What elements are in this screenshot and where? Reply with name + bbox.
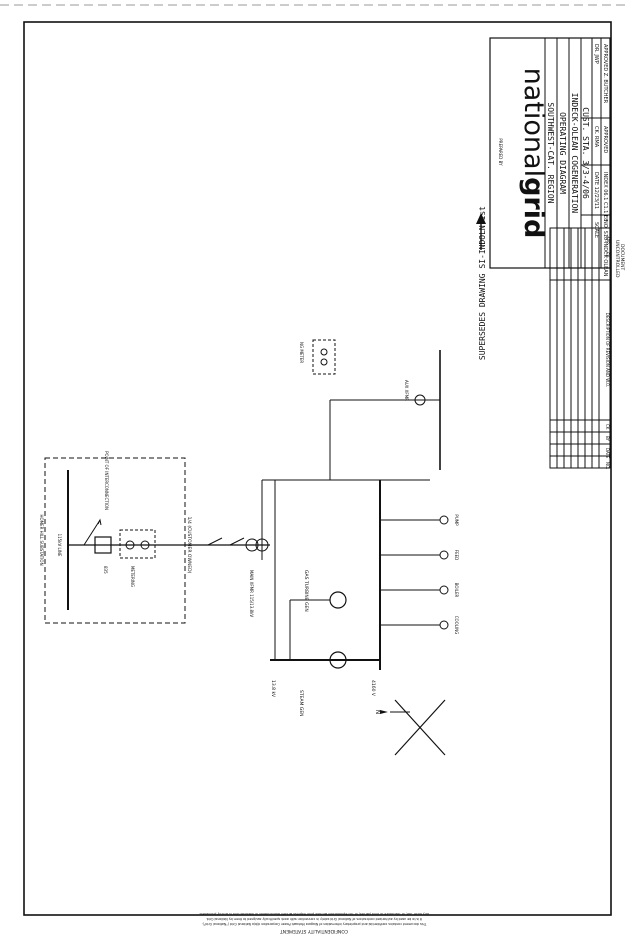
svg-text:FEED: FEED [454, 550, 459, 560]
company-logo: nationalgrid [518, 68, 549, 239]
facility-text: INDECK-OLEAN COGENERATION [570, 93, 579, 214]
station-text: CUST. STA. 3/3-4/06 [581, 107, 590, 199]
ng-metering-box [119, 529, 156, 559]
prepared-by-label: PREPARED BY [498, 138, 503, 166]
confidentiality-line-2: It is to be used by authorized contracto… [206, 917, 422, 921]
confidentiality-line-1: This document contains confidential and … [202, 922, 428, 926]
steam-generator [329, 651, 347, 669]
uncontrolled-2: DOCUMENT [619, 244, 625, 271]
gas-turbine-generator [329, 591, 347, 609]
rev-col-ck2: CK. [605, 252, 610, 259]
revision-table: NO. DATE BY CK DESCRIPTION OF REVISION A… [549, 227, 611, 469]
date-text: DATE 12/23/11 [593, 172, 599, 209]
uncontrolled-1: UNCONTROLLED [614, 240, 620, 278]
feeder-feed: FEED [380, 550, 459, 560]
bus-4160v-label: 4160 V [370, 680, 376, 697]
aux-transformer [414, 394, 426, 406]
drawn-by: DR. JWP [593, 44, 599, 64]
breaker-835-label: 835 [103, 566, 108, 574]
rev-col-ck: CK [605, 424, 610, 430]
rev-col-no: NO. [605, 462, 610, 469]
svg-text:BOILER: BOILER [454, 583, 459, 598]
gas-gen-label: GAS TURBINE GEN [303, 570, 309, 612]
one-line-diagram: HOMER HILL SUBSTATION 115kV LINE POINT O… [39, 339, 459, 756]
feeder-boiler: BOILER [380, 583, 459, 598]
svg-text:PUMP: PUMP [454, 514, 459, 526]
north-label: N [374, 710, 381, 715]
approved-1: APPROVED Z. BUTCHER [602, 44, 608, 104]
aux-xfmr-label: AUX XFMR [404, 380, 409, 401]
ng-meter-label: NG METER [299, 342, 304, 363]
poi-label: POINT OF INTERCONNECTION [104, 451, 109, 510]
substation-title: HOMER HILL SUBSTATION [39, 514, 44, 565]
confidentiality-statement: CONFIDENTIALITY STATEMENT This document … [199, 912, 429, 934]
rev-col-by: BY [605, 436, 610, 442]
rev-col-description: DESCRIPTION OF REVISION AND W.O. [605, 313, 610, 388]
north-arrow: N [374, 699, 446, 756]
feeder-pump: PUMP [380, 514, 459, 526]
title-block: nationalgrid PREPARED BY SOUTHWEST-CAT. … [489, 37, 625, 278]
index-text: INDEX 06.1 C1.1 E8 [602, 172, 608, 221]
drawing-number: NO. S10-INDCK OLEAN [602, 220, 608, 277]
steam-gen-label: STEAM GEN [298, 690, 304, 717]
ng-meter-box [312, 339, 336, 375]
svg-text:COOLING: COOLING [454, 616, 459, 635]
scale-text: SCALE [593, 222, 599, 238]
breaker-835 [94, 536, 112, 554]
main-xfmr-label: MAIN XFMR 115/13.8kV [249, 570, 254, 617]
diagram-type-text: OPERATING DIAGRAM [558, 112, 567, 194]
rev-col-date: DATE [605, 448, 610, 459]
bus-13-8kv-label: 13.8 kV [270, 680, 276, 698]
checked-by: CK. RMA [593, 126, 599, 148]
supersedes-note: SUPERSEDES DRAWING SI-INDOLN-1st [476, 206, 487, 360]
ng-metering-label: METERING [130, 566, 135, 587]
confidentiality-line-3: Any other use, or disclosure to third pa… [199, 912, 429, 916]
approved-2: APPROVED [602, 126, 608, 153]
rev-col-app: APP. [605, 236, 610, 244]
tie-line-label: 115kV LINE [57, 534, 62, 557]
region-text: SOUTHWEST-CAT. REGION [546, 102, 555, 203]
customer-owned-label: 1/4 (CUSTOMER OWNED) [186, 517, 192, 574]
drawing-border [23, 21, 612, 916]
supersedes-text: SUPERSEDES DRAWING SI-INDOLN-1st [478, 206, 487, 360]
feeder-cooling: COOLING [380, 616, 459, 635]
substation-box [44, 457, 186, 624]
main-transformer-primary [245, 538, 259, 552]
confidentiality-heading: CONFIDENTIALITY STATEMENT [280, 928, 348, 934]
